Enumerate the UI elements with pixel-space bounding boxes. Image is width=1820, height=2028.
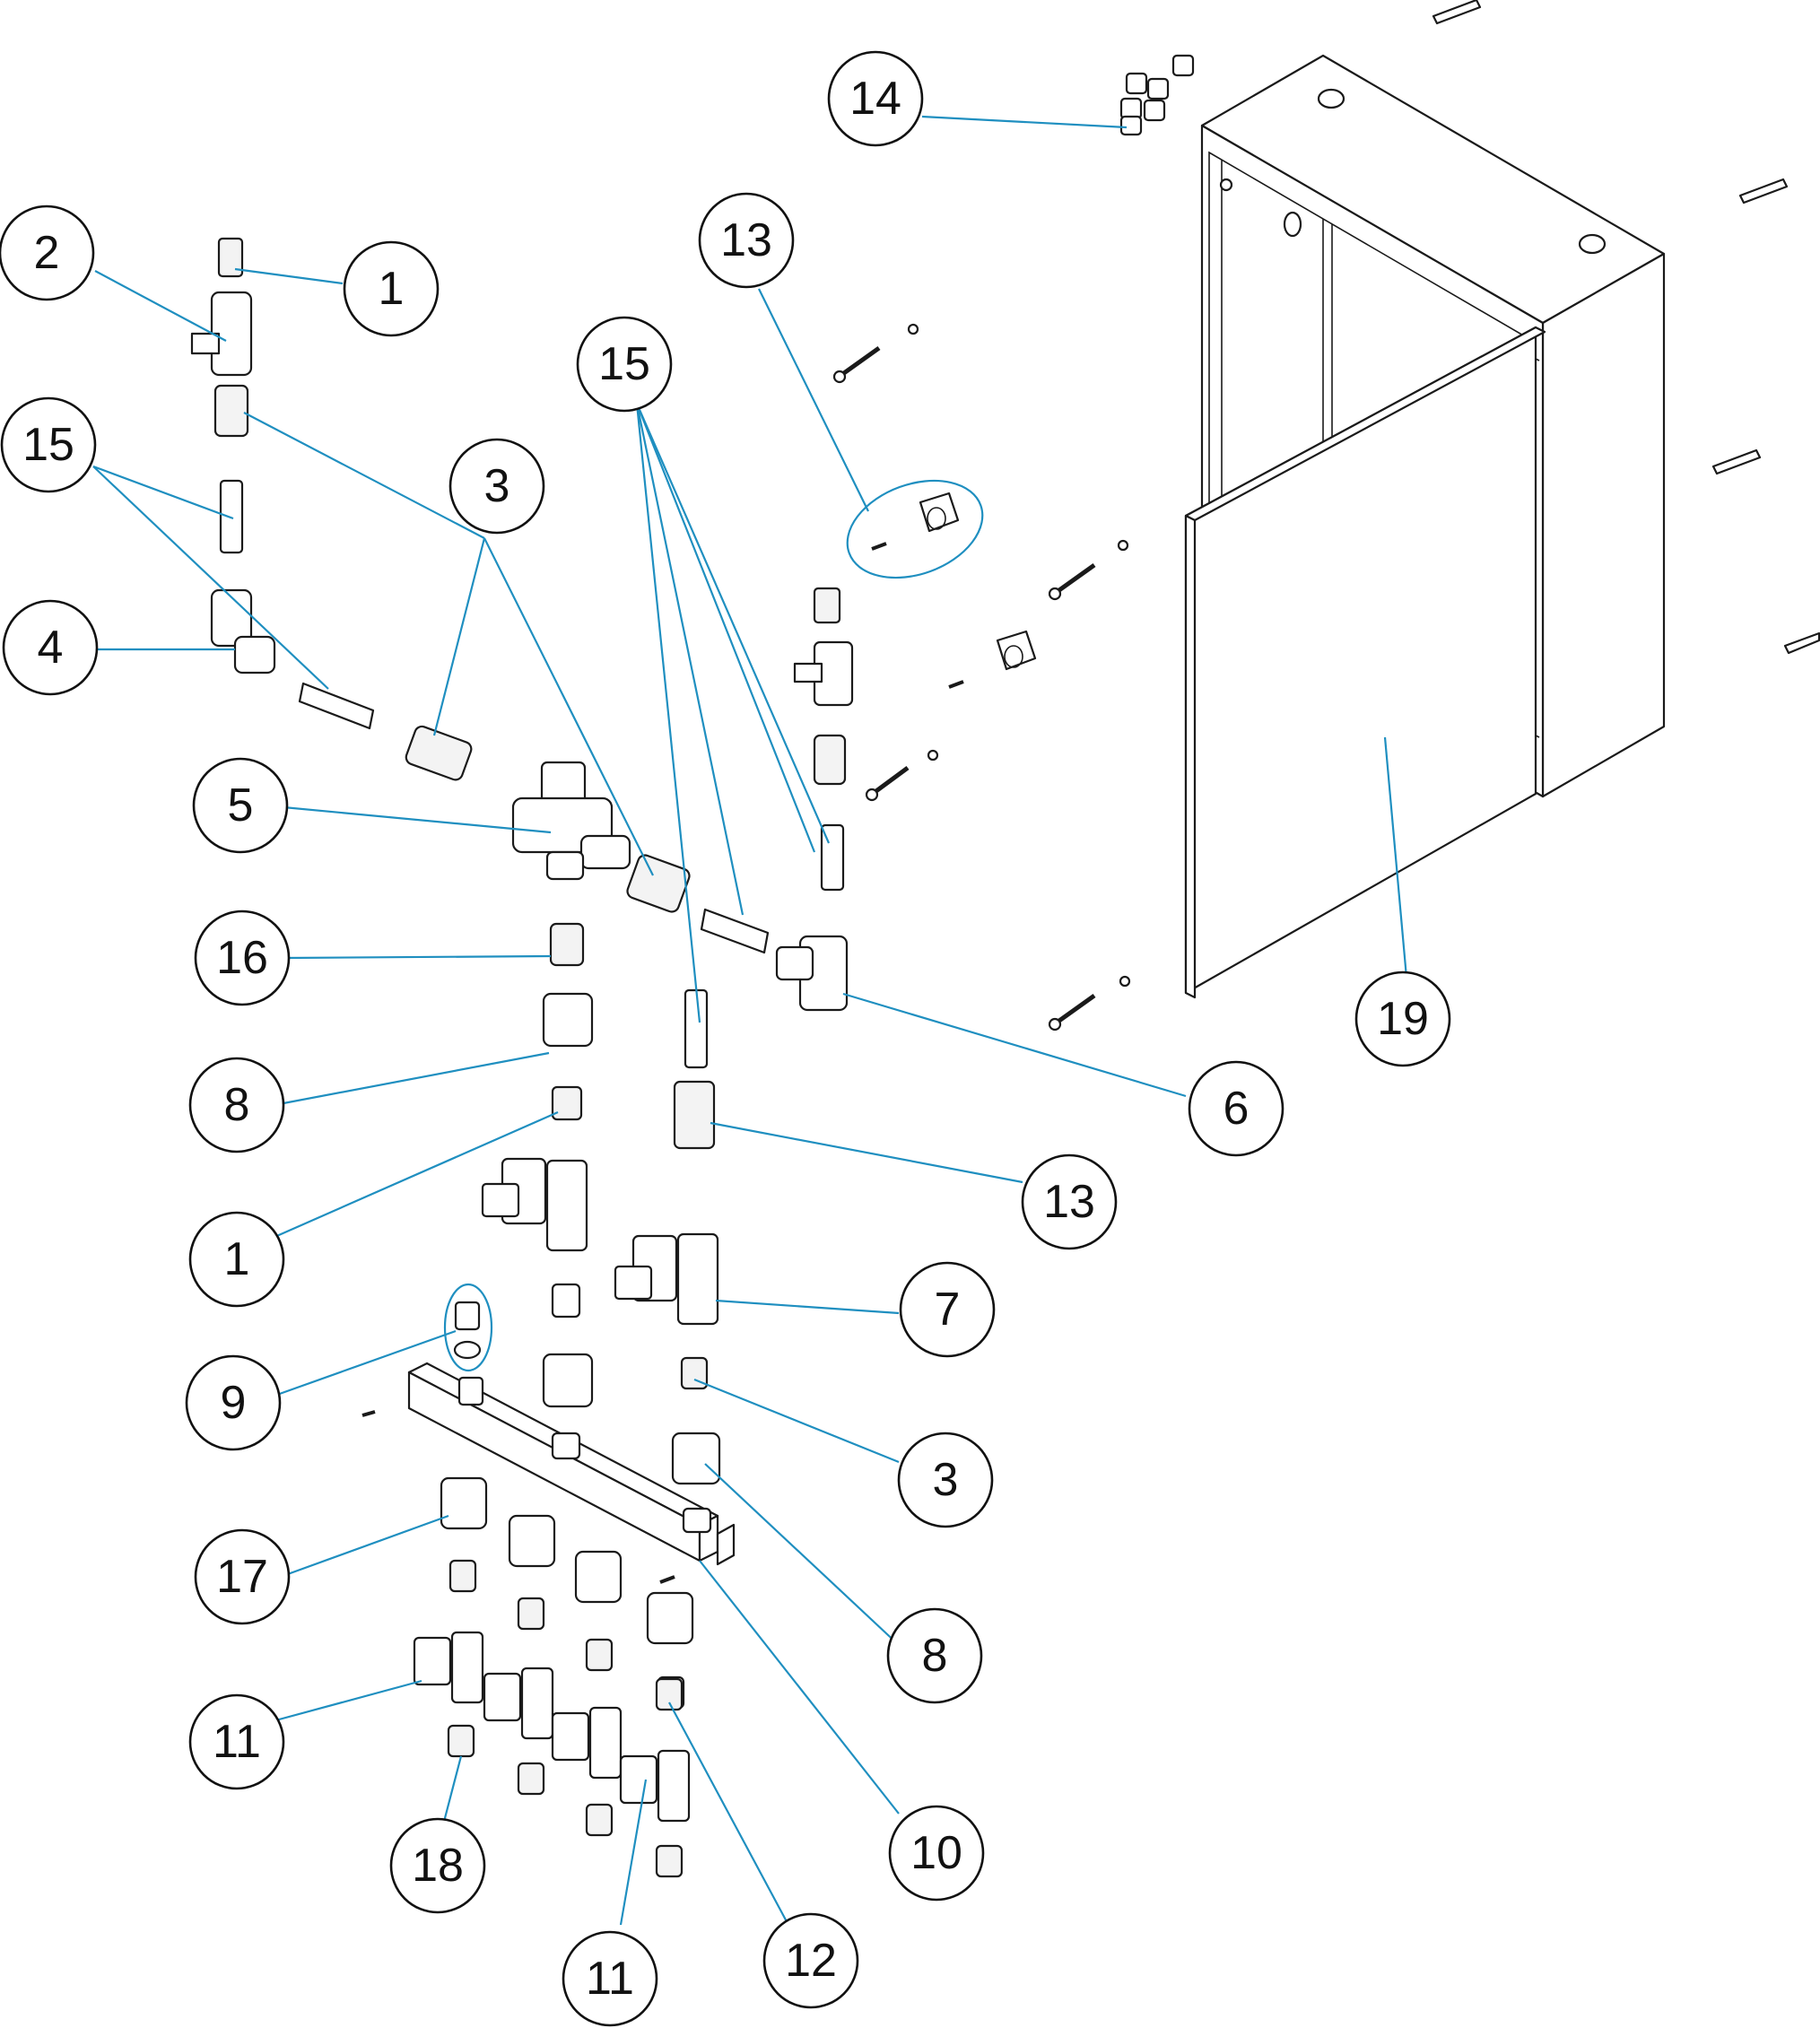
nipples	[447, 1677, 684, 1878]
callout-8-right: 8	[886, 1607, 983, 1704]
callout-3-lower: 3	[897, 1432, 994, 1528]
callout-16: 16	[194, 910, 291, 1006]
callout-9: 9	[185, 1354, 282, 1451]
callout-label: 13	[720, 214, 772, 266]
callout-label: 17	[216, 1551, 268, 1603]
pipe-clips	[871, 492, 1037, 689]
group-ellipses	[443, 479, 984, 1372]
solenoid-valves-manifold	[413, 1631, 691, 1823]
callout-7: 7	[899, 1261, 996, 1358]
mixing-valve	[511, 761, 691, 913]
callout-label: 6	[1223, 1083, 1250, 1135]
callout-label: 5	[228, 779, 254, 831]
callout-3-upper: 3	[448, 438, 545, 535]
callout-label: 1	[224, 1233, 250, 1285]
callout-4: 4	[2, 599, 99, 696]
callout-5: 5	[192, 757, 289, 854]
manifold-bar	[361, 1362, 736, 1566]
leader-lines	[92, 115, 1410, 1928]
callout-label: 15	[598, 338, 650, 390]
left-valve-assembly	[190, 237, 473, 781]
callout-8-left: 8	[188, 1057, 285, 1153]
callout-13-lower: 13	[1021, 1153, 1118, 1250]
callout-1-top: 1	[343, 240, 440, 337]
callout-label: 12	[785, 1935, 837, 1987]
solenoid-valves-main	[481, 1157, 719, 1326]
cabinet-enclosure	[1184, 54, 1666, 999]
callout-1-left: 1	[188, 1211, 285, 1308]
callout-label: 19	[1377, 993, 1429, 1045]
callout-label: 4	[38, 622, 64, 674]
callout-label: 9	[221, 1377, 247, 1429]
callout-label: 1	[379, 263, 405, 315]
wall-screws	[832, 323, 1131, 1031]
callout-17: 17	[194, 1528, 291, 1625]
callout-15-left: 15	[0, 396, 97, 493]
callout-label: 14	[849, 73, 901, 125]
callout-label: 3	[484, 460, 510, 512]
middle-fittings	[542, 922, 716, 1150]
callout-12: 12	[762, 1912, 859, 2009]
callout-11-left: 11	[188, 1693, 285, 1790]
callout-2: 2	[0, 205, 95, 301]
callout-14: 14	[827, 50, 924, 147]
callout-18: 18	[389, 1817, 486, 1914]
right-valve-assembly	[700, 587, 854, 1012]
callout-10: 10	[888, 1805, 985, 1902]
callout-label: 7	[935, 1284, 961, 1336]
cable-glands	[1119, 54, 1195, 136]
callout-6: 6	[1188, 1060, 1284, 1157]
callout-label: 8	[922, 1630, 948, 1682]
callout-15-center: 15	[576, 316, 673, 413]
plug-and-seal	[453, 1283, 721, 1485]
callout-label: 15	[22, 419, 74, 471]
callout-label: 2	[34, 227, 60, 279]
callout-label: 3	[933, 1454, 959, 1506]
callout-13-upper: 13	[698, 192, 795, 289]
callout-label: 10	[910, 1827, 962, 1879]
callout-label: 13	[1043, 1176, 1095, 1228]
callout-label: 11	[586, 1953, 634, 2005]
callout-11-bottom: 11	[562, 1930, 658, 2027]
callout-label: 11	[213, 1716, 261, 1768]
callout-label: 16	[216, 932, 268, 984]
callout-19: 19	[1354, 970, 1451, 1067]
callout-label: 8	[224, 1079, 250, 1131]
wall-plugs	[1432, 0, 1820, 655]
callout-label: 18	[412, 1840, 464, 1892]
